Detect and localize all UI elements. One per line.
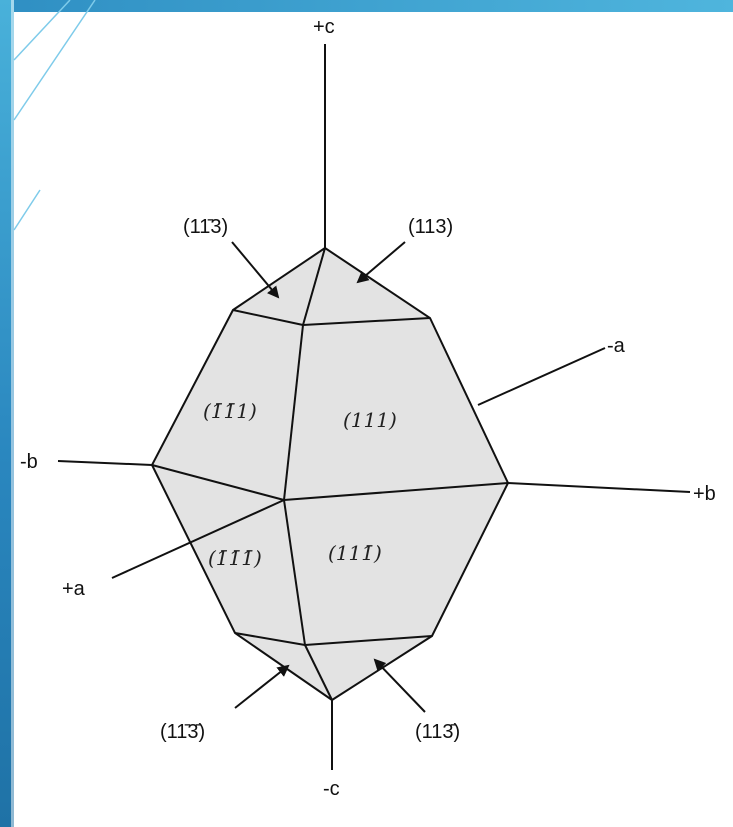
axis-label-plus-c: +c	[313, 16, 335, 38]
face-label-lower-right: (111̄)	[328, 541, 382, 565]
b-axis-left	[57, 460, 153, 466]
callout-label-top-left: (11̄3)	[183, 216, 228, 238]
edge-center-mid-upper	[283, 324, 304, 501]
face-label-upper-front: (1̄1̄1)	[203, 399, 257, 423]
arrow-bottom-right	[373, 658, 426, 713]
axis-label-minus-b: -b	[20, 451, 38, 473]
callout-label-top-right: (113)	[408, 216, 453, 238]
axis-label-plus-b: +b	[693, 483, 716, 505]
decorative-slash-lines	[13, 0, 96, 231]
edge-equator-right	[283, 482, 509, 501]
face-label-upper-right: (111)	[343, 408, 397, 432]
callout-label-bottom-right: (113̄)	[415, 721, 460, 743]
axis-label-minus-a: -a	[607, 335, 626, 357]
edge-lower-band	[234, 632, 306, 646]
edge-center-upper	[302, 247, 326, 326]
a-axis-upper	[477, 347, 606, 406]
edge-upper-band-right	[302, 317, 431, 326]
slide-frame-left	[0, 0, 14, 827]
callout-label-bottom-left: (11̄3̄)	[160, 721, 205, 743]
crystal-body	[150, 246, 510, 702]
edge-center-mid-lower	[283, 499, 306, 646]
face-label-lower-front: (1̄1̄1̄)	[208, 546, 262, 570]
arrow-top-right	[356, 241, 406, 284]
arrow-top-left	[231, 241, 280, 299]
arrow-bottom-left	[234, 664, 290, 709]
a-axis-lower	[111, 499, 285, 579]
axis-label-plus-a: +a	[62, 578, 86, 600]
axis-label-minus-c: -c	[323, 778, 340, 800]
edge-center-lower	[304, 644, 333, 701]
b-axis-right	[507, 482, 691, 493]
edge-upper-band	[232, 309, 304, 326]
edge-lower-band-right	[304, 635, 433, 646]
slide-frame-top	[0, 0, 733, 12]
edge-equator-left	[151, 464, 285, 501]
